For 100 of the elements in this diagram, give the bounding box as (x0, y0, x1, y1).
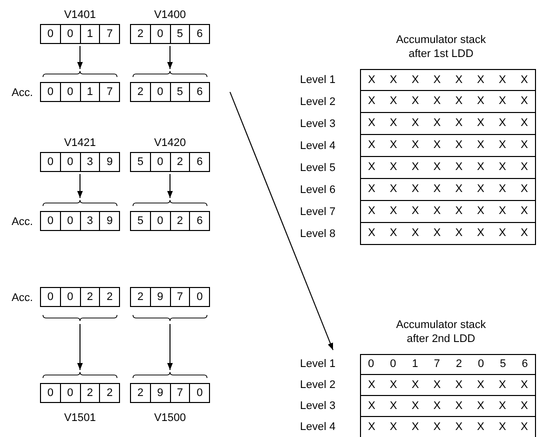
stack-value: X (476, 398, 484, 414)
stack-value: X (390, 226, 398, 242)
arrow (167, 174, 173, 198)
digit-cell: 9 (99, 153, 119, 171)
stack-title: Accumulator stack after 2nd LDD (395, 318, 487, 346)
stack-value: 0 (368, 357, 374, 372)
stack-value: X (412, 398, 419, 414)
digit-cell: 2 (99, 384, 119, 402)
stack-value: X (498, 160, 506, 176)
digit-cell: 1 (80, 25, 100, 43)
stack-title: Accumulator stack after 1st LDD (395, 33, 487, 61)
digit-cell-text: 0 (46, 214, 54, 229)
digit-cell: 0 (60, 153, 80, 171)
digit-cell-text: 0 (46, 26, 54, 42)
accumulator-label: Acc. (12, 291, 33, 306)
stack-value: X (455, 72, 463, 88)
digit-cell: 9 (150, 288, 170, 306)
stack-row (360, 179, 536, 201)
stack-value: X (476, 160, 484, 176)
stack-value: X (390, 94, 398, 110)
digit-cell-text: 2 (136, 26, 144, 42)
stack-value: X (368, 398, 376, 414)
stack-value: X (476, 116, 484, 132)
stack-value: X (476, 94, 484, 110)
level-label: Level 4 (300, 420, 336, 436)
stack-value: X (390, 116, 398, 132)
digit-cell: 9 (99, 212, 119, 230)
level-label: Level 3 (300, 399, 336, 414)
stack-value: 7 (434, 357, 440, 372)
digit-cell-text: 0 (46, 154, 54, 170)
stack-value: X (498, 72, 506, 88)
stack-value: X (520, 420, 528, 435)
stack-row (360, 417, 536, 437)
level-label: Level 1 (300, 72, 336, 88)
digit-cell: 2 (170, 153, 190, 171)
stack-value: X (498, 138, 506, 154)
stack-value: X (412, 182, 419, 198)
stack-row (360, 354, 536, 375)
digit-cell: 9 (150, 384, 170, 402)
accumulator-label: Acc. (12, 215, 33, 230)
stack-value: X (390, 378, 398, 393)
stack-value: X (412, 116, 419, 132)
digit-cell: 6 (189, 153, 209, 171)
digit-cell-text: 0 (46, 386, 54, 401)
stack-row (360, 113, 536, 135)
stack-value: X (498, 182, 506, 198)
digit-cell: 2 (80, 288, 100, 306)
stack-value: 5 (500, 357, 506, 372)
stack-value: X (390, 204, 398, 220)
digit-cell: 6 (189, 25, 209, 43)
digit-cell: 0 (60, 288, 80, 306)
register-label: V1421 (63, 136, 97, 151)
stack-value: X (368, 72, 376, 88)
stack-value: X (433, 398, 441, 414)
stack-row (360, 91, 536, 113)
stack-value: X (520, 378, 528, 393)
digit-cell: 1 (80, 83, 100, 101)
stack-value: X (520, 116, 528, 132)
level-label: Level 5 (300, 160, 336, 176)
digit-cell: 5 (170, 25, 190, 43)
stack-value: X (412, 420, 419, 435)
stack-value: 0 (390, 357, 396, 372)
level-label: Level 2 (300, 94, 336, 110)
stack-value: X (368, 226, 376, 242)
stack-value: X (412, 94, 419, 110)
stack-value: X (390, 138, 398, 154)
stack-row (360, 69, 536, 91)
arrow (230, 92, 334, 350)
stack-value: X (498, 420, 506, 435)
digit-cell-text: 5 (136, 154, 144, 170)
stack-value: X (476, 182, 484, 198)
stack-value: X (455, 420, 463, 435)
stack-value: X (498, 226, 506, 242)
stack-value: X (455, 94, 463, 110)
digit-cell: 2 (170, 212, 190, 230)
stack-row (360, 223, 536, 245)
stack-value: X (412, 378, 419, 393)
stack-value: X (390, 398, 398, 414)
digit-cell: 3 (80, 153, 100, 171)
stack-value: X (433, 420, 441, 435)
stack-value: X (390, 182, 398, 198)
digit-cell: 0 (60, 25, 80, 43)
stack-table (300, 33, 536, 245)
stack-value: X (412, 226, 419, 242)
stack-row (360, 157, 536, 179)
level-label: Level 2 (300, 378, 336, 394)
digit-cell: 0 (150, 212, 170, 230)
digit-cell: 6 (189, 212, 209, 230)
stack-value: X (390, 72, 398, 88)
digit-cell: 6 (189, 83, 209, 101)
stack-value: X (433, 182, 441, 198)
stack-table (300, 318, 536, 437)
stack-value: X (455, 378, 463, 393)
digit-cell-text: 2 (136, 290, 144, 305)
stack-value: X (520, 72, 528, 88)
stack-value: X (390, 160, 398, 176)
stack-value: X (412, 138, 419, 154)
register-label: V1400 (153, 8, 187, 23)
stack-value: X (520, 182, 528, 198)
stack-row (360, 375, 536, 396)
